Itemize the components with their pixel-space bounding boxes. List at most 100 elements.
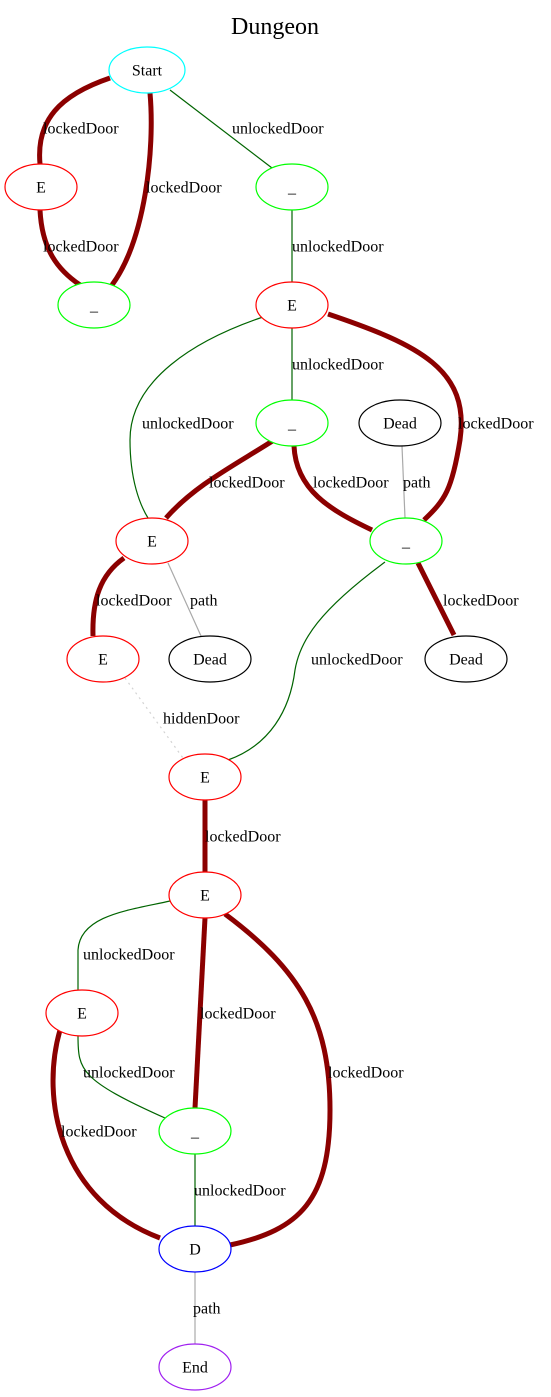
edge-lockedDoor bbox=[37, 75, 111, 165]
node-enemy: E bbox=[168, 871, 242, 919]
edge-unlockedDoor bbox=[227, 561, 386, 761]
edge-lockedDoor bbox=[327, 311, 464, 522]
edge-lockedDoor bbox=[109, 92, 154, 287]
edge-label: lockedDoor bbox=[43, 121, 119, 138]
node-label: E bbox=[200, 888, 210, 905]
node-label: E bbox=[147, 534, 157, 551]
node-room: _ bbox=[255, 163, 329, 211]
node-ellipse bbox=[108, 46, 186, 94]
node-enemy: E bbox=[168, 753, 242, 801]
edge-label: unlockedDoor bbox=[292, 239, 384, 256]
node-label: Dead bbox=[193, 652, 227, 669]
node-label: _ bbox=[190, 1124, 200, 1141]
edge-lockedDoor bbox=[50, 1029, 161, 1241]
node-room: _ bbox=[57, 281, 131, 329]
edge-label: path bbox=[193, 1301, 221, 1318]
edge-path bbox=[167, 562, 202, 637]
edge-label: lockedDoor bbox=[209, 475, 285, 492]
edge-hiddenDoor bbox=[124, 677, 184, 759]
node-ellipse bbox=[168, 871, 242, 919]
edge-label: lockedDoor bbox=[458, 416, 534, 433]
node-room: _ bbox=[369, 517, 443, 565]
node-dead: Dead bbox=[168, 635, 252, 683]
node-room: _ bbox=[255, 399, 329, 447]
node-ellipse bbox=[158, 1107, 232, 1155]
node-start: Start bbox=[108, 46, 186, 94]
edge-lockedDoor bbox=[415, 561, 457, 637]
edge-lockedDoor bbox=[90, 555, 126, 637]
node-label: _ bbox=[89, 298, 99, 315]
edge-label: unlockedDoor bbox=[194, 1183, 286, 1200]
node-ellipse bbox=[168, 635, 252, 683]
edge-label: unlockedDoor bbox=[232, 121, 324, 138]
edge-label: unlockedDoor bbox=[83, 947, 175, 964]
edge-unlockedDoor bbox=[77, 900, 171, 990]
node-ellipse bbox=[255, 163, 329, 211]
edge-lockedDoor bbox=[291, 445, 374, 533]
node-ellipse bbox=[45, 989, 119, 1037]
node-ellipse bbox=[115, 517, 189, 565]
node-label: E bbox=[98, 652, 108, 669]
node-end: End bbox=[158, 1343, 232, 1391]
node-label: _ bbox=[401, 534, 411, 551]
edge-label: unlockedDoor bbox=[83, 1065, 175, 1082]
node-label: Dead bbox=[383, 416, 417, 433]
edge-label: lockedDoor bbox=[205, 829, 281, 846]
edge-unlockedDoor bbox=[77, 1035, 166, 1119]
node-label: D bbox=[189, 1242, 201, 1259]
node-ellipse bbox=[4, 163, 78, 211]
node-room: _ bbox=[158, 1107, 232, 1155]
node-enemy: E bbox=[4, 163, 78, 211]
edge-label: unlockedDoor bbox=[292, 357, 384, 374]
node-ellipse bbox=[158, 1343, 232, 1391]
node-label: E bbox=[200, 770, 210, 787]
edge-label: lockedDoor bbox=[200, 1006, 276, 1023]
edge-label: lockedDoor bbox=[146, 180, 222, 197]
node-dead: Dead bbox=[358, 399, 442, 447]
node-enemy: E bbox=[255, 281, 329, 329]
edge-label: lockedDoor bbox=[313, 475, 389, 492]
edge-lockedDoor bbox=[37, 209, 82, 288]
node-label: Dead bbox=[449, 652, 483, 669]
edges-layer: lockedDoor lockedDoor lockedDoor unlockedDo… bbox=[37, 75, 534, 1344]
edge-lockedDoor bbox=[223, 911, 333, 1248]
node-ellipse bbox=[369, 517, 443, 565]
edge-label: hiddenDoor bbox=[163, 711, 240, 728]
edge-label: lockedDoor bbox=[61, 1124, 137, 1141]
edge-label: path bbox=[403, 475, 431, 492]
node-label: _ bbox=[287, 416, 297, 433]
edge-label: lockedDoor bbox=[43, 239, 119, 256]
node-ellipse bbox=[255, 399, 329, 447]
edge-label: lockedDoor bbox=[328, 1065, 404, 1082]
edge-lockedDoor bbox=[192, 917, 208, 1109]
node-enemy: E bbox=[45, 989, 119, 1037]
node-ellipse bbox=[168, 753, 242, 801]
node-ellipse bbox=[255, 281, 329, 329]
edge-path bbox=[401, 445, 406, 519]
node-ellipse bbox=[57, 281, 131, 329]
edge-unlockedDoor bbox=[169, 89, 273, 169]
edge-unlockedDoor bbox=[129, 316, 264, 519]
edge-label: unlockedDoor bbox=[311, 652, 403, 669]
node-label: Start bbox=[132, 63, 163, 80]
edge-label: lockedDoor bbox=[96, 593, 172, 610]
node-label: End bbox=[182, 1360, 208, 1377]
node-label: E bbox=[77, 1006, 87, 1023]
node-enemy: E bbox=[115, 517, 189, 565]
edge-label: unlockedDoor bbox=[142, 416, 234, 433]
graph-title: Dungeon bbox=[231, 14, 319, 40]
node-label: _ bbox=[287, 180, 297, 197]
edge-label: path bbox=[190, 593, 218, 610]
node-ellipse bbox=[66, 635, 140, 683]
edge-label: lockedDoor bbox=[443, 593, 519, 610]
node-ellipse bbox=[424, 635, 508, 683]
node-label: E bbox=[36, 180, 46, 197]
node-ellipse bbox=[158, 1225, 232, 1273]
edge-lockedDoor bbox=[164, 437, 276, 520]
node-enemy: E bbox=[66, 635, 140, 683]
node-door: D bbox=[158, 1225, 232, 1273]
node-label: E bbox=[287, 298, 297, 315]
node-ellipse bbox=[358, 399, 442, 447]
